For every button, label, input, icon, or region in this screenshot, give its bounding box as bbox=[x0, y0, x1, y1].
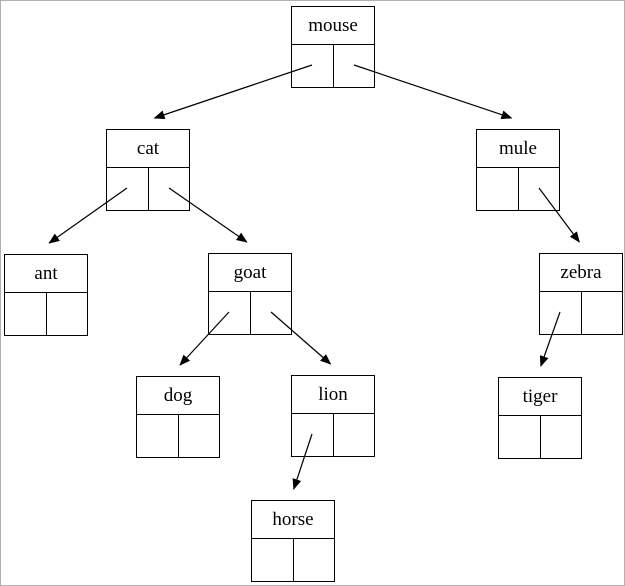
tree-node-mouse: mouse bbox=[291, 6, 375, 88]
right-pointer-cell bbox=[519, 168, 560, 210]
node-label: tiger bbox=[499, 378, 581, 416]
node-label: goat bbox=[209, 254, 291, 292]
left-pointer-cell bbox=[477, 168, 519, 210]
tree-node-goat: goat bbox=[208, 253, 292, 335]
pointer-cells bbox=[252, 539, 334, 581]
node-label: zebra bbox=[540, 254, 622, 292]
left-pointer-cell bbox=[209, 292, 251, 334]
left-pointer-cell bbox=[499, 416, 541, 458]
pointer-cells bbox=[540, 292, 622, 334]
right-pointer-cell bbox=[47, 293, 88, 335]
tree-node-cat: cat bbox=[106, 129, 190, 211]
node-label: mouse bbox=[292, 7, 374, 45]
left-pointer-cell bbox=[252, 539, 294, 581]
left-pointer-cell bbox=[292, 414, 334, 456]
right-pointer-cell bbox=[149, 168, 190, 210]
tree-node-ant: ant bbox=[4, 254, 88, 336]
pointer-cells bbox=[499, 416, 581, 458]
pointer-cells bbox=[292, 414, 374, 456]
left-pointer-cell bbox=[107, 168, 149, 210]
node-label: horse bbox=[252, 501, 334, 539]
pointer-cells bbox=[107, 168, 189, 210]
right-pointer-cell bbox=[179, 415, 220, 457]
tree-node-tiger: tiger bbox=[498, 377, 582, 459]
left-pointer-cell bbox=[292, 45, 334, 87]
pointer-cells bbox=[477, 168, 559, 210]
tree-node-zebra: zebra bbox=[539, 253, 623, 335]
tree-node-mule: mule bbox=[476, 129, 560, 211]
node-label: lion bbox=[292, 376, 374, 414]
pointer-cells bbox=[5, 293, 87, 335]
node-label: ant bbox=[5, 255, 87, 293]
left-pointer-cell bbox=[5, 293, 47, 335]
pointer-cells bbox=[137, 415, 219, 457]
pointer-cells bbox=[292, 45, 374, 87]
node-label: cat bbox=[107, 130, 189, 168]
node-label: dog bbox=[137, 377, 219, 415]
right-pointer-cell bbox=[294, 539, 335, 581]
pointer-cells bbox=[209, 292, 291, 334]
tree-node-lion: lion bbox=[291, 375, 375, 457]
right-pointer-cell bbox=[541, 416, 582, 458]
right-pointer-cell bbox=[334, 414, 375, 456]
tree-node-horse: horse bbox=[251, 500, 335, 582]
right-pointer-cell bbox=[251, 292, 292, 334]
left-pointer-cell bbox=[540, 292, 582, 334]
tree-node-dog: dog bbox=[136, 376, 220, 458]
left-pointer-cell bbox=[137, 415, 179, 457]
right-pointer-cell bbox=[334, 45, 375, 87]
right-pointer-cell bbox=[582, 292, 623, 334]
node-label: mule bbox=[477, 130, 559, 168]
